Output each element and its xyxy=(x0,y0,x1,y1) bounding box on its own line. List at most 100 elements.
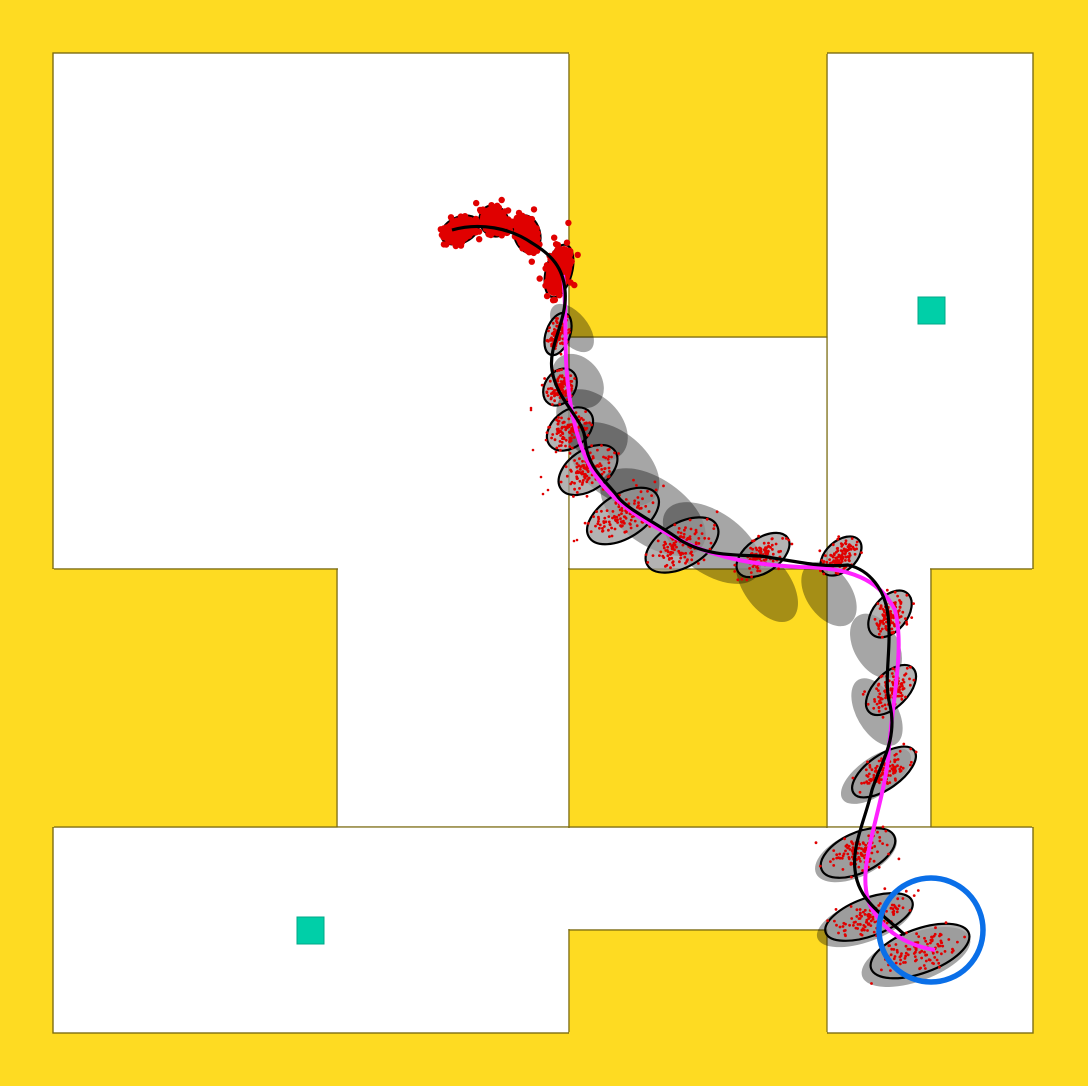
particle xyxy=(864,843,867,847)
particle xyxy=(556,317,559,320)
particle xyxy=(890,947,894,951)
particle xyxy=(866,760,869,764)
particle xyxy=(668,542,672,546)
particle xyxy=(863,913,867,916)
particle xyxy=(504,207,512,214)
particle xyxy=(905,593,909,597)
particle xyxy=(890,631,894,635)
particle xyxy=(777,567,780,571)
particle xyxy=(571,429,574,433)
particle xyxy=(837,535,841,538)
particle xyxy=(931,951,935,955)
particle xyxy=(639,490,643,494)
particle xyxy=(892,675,895,679)
particle xyxy=(841,552,845,555)
particle xyxy=(617,452,620,455)
particle xyxy=(658,554,661,557)
particle xyxy=(781,537,784,540)
particle xyxy=(861,692,865,696)
particle xyxy=(558,440,562,443)
particle xyxy=(903,957,907,960)
particle xyxy=(834,908,838,911)
particle xyxy=(622,519,625,523)
particle xyxy=(559,429,562,433)
particle xyxy=(935,950,939,954)
particle xyxy=(884,624,888,628)
particle xyxy=(877,904,881,907)
particle xyxy=(564,428,568,432)
particle xyxy=(553,389,557,392)
goal-circle-icon xyxy=(876,875,986,985)
particle xyxy=(539,475,543,479)
particle xyxy=(914,950,917,954)
particle xyxy=(688,537,692,541)
particle xyxy=(641,497,644,501)
particle xyxy=(947,938,951,941)
particle xyxy=(914,959,917,963)
particle xyxy=(588,451,592,455)
particle xyxy=(893,777,897,781)
particle xyxy=(866,929,869,932)
particle xyxy=(841,925,845,928)
particle xyxy=(897,694,900,698)
particle xyxy=(851,846,855,849)
particle xyxy=(883,703,887,707)
particle xyxy=(569,379,573,383)
particle xyxy=(531,448,535,452)
particle xyxy=(545,431,549,434)
particle xyxy=(904,944,908,948)
particle xyxy=(611,510,615,513)
particle xyxy=(863,690,866,693)
particle xyxy=(751,547,754,551)
particle xyxy=(873,617,877,621)
particle xyxy=(863,850,867,854)
particle xyxy=(912,678,916,682)
particle xyxy=(834,559,838,562)
particle xyxy=(872,706,876,710)
particle xyxy=(860,853,864,857)
particle xyxy=(688,518,692,522)
particle xyxy=(551,321,555,325)
particle xyxy=(943,950,947,953)
particle xyxy=(840,856,844,860)
particle xyxy=(939,939,943,943)
particle xyxy=(770,537,774,541)
particle xyxy=(679,556,683,560)
particle xyxy=(661,554,665,558)
particle xyxy=(849,905,853,908)
particle xyxy=(844,922,847,926)
particle xyxy=(669,566,672,570)
particle xyxy=(679,535,683,538)
particle xyxy=(598,523,602,527)
particle xyxy=(904,617,907,620)
particle xyxy=(845,843,849,847)
particle xyxy=(877,682,881,686)
particle xyxy=(873,920,877,924)
particle xyxy=(908,947,912,951)
particle xyxy=(769,546,772,549)
particle xyxy=(908,683,912,687)
particle xyxy=(940,952,943,956)
particle xyxy=(898,962,902,966)
particle xyxy=(869,777,873,781)
particle xyxy=(567,423,571,427)
particle xyxy=(927,958,931,962)
particle xyxy=(938,944,942,948)
particle xyxy=(699,524,703,527)
particle xyxy=(596,464,599,467)
particle xyxy=(753,558,757,561)
particle xyxy=(891,614,895,617)
particle xyxy=(608,470,611,473)
particle xyxy=(578,487,581,490)
particle xyxy=(590,444,593,447)
particle xyxy=(607,466,611,470)
particle xyxy=(572,495,575,498)
particle xyxy=(678,560,681,564)
particle xyxy=(847,856,851,859)
particle xyxy=(570,437,573,440)
particle xyxy=(904,951,908,955)
particle xyxy=(571,281,578,289)
particle xyxy=(553,328,556,331)
particle xyxy=(561,431,564,435)
particle xyxy=(860,847,863,851)
